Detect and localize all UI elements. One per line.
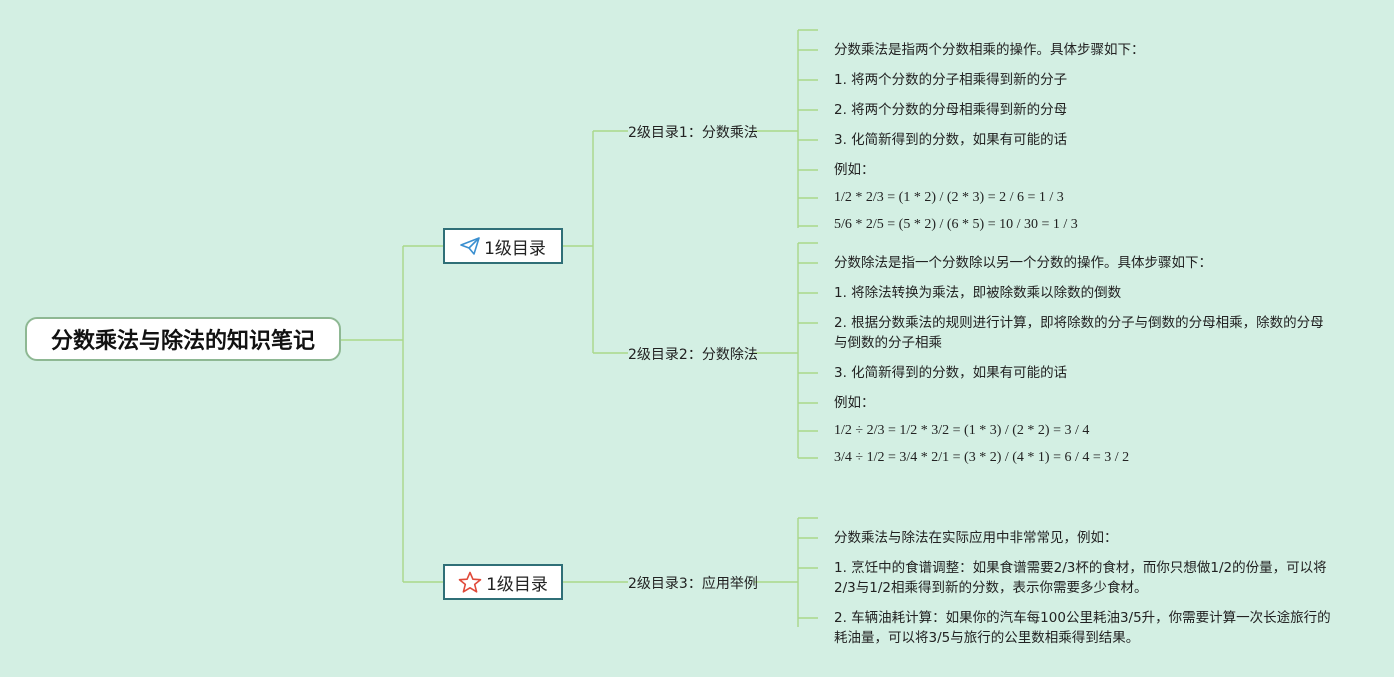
level1-label: 1级目录 [484, 238, 546, 259]
leaf-text: 分数乘法与除法在实际应用中非常常见，例如： [834, 530, 1118, 546]
root-topic[interactable]: 分数乘法与除法的知识笔记 [25, 317, 341, 361]
star-icon [458, 571, 482, 593]
level1-label: 1级目录 [486, 574, 548, 595]
leaf-formula: 1/2 * 2/3 = (1 * 2) / (2 * 3) = 2 / 6 = … [834, 190, 1064, 205]
leaf-text: 2. 将两个分数的分母相乘得到新的分母 [834, 102, 1068, 118]
level2-topic-division[interactable]: 2级目录2：分数除法 [628, 347, 758, 363]
leaf-text: 分数除法是指一个分数除以另一个分数的操作。具体步骤如下： [834, 255, 1212, 271]
leaf-text: 2. 车辆油耗计算：如果你的汽车每100公里耗油3/5升，你需要计算一次长途旅行… [834, 610, 1331, 646]
level1-topic-1[interactable]: 1级目录 [443, 228, 563, 264]
leaf-text: 3. 化简新得到的分数，如果有可能的话 [834, 365, 1068, 381]
leaf-formula: 1/2 ÷ 2/3 = 1/2 * 3/2 = (1 * 3) / (2 * 2… [834, 423, 1090, 438]
root-title: 分数乘法与除法的知识笔记 [50, 329, 315, 354]
paper-plane-icon [460, 237, 480, 255]
level1-topic-2[interactable]: 1级目录 [443, 564, 563, 600]
leaf-text: 3. 化简新得到的分数，如果有可能的话 [834, 132, 1068, 148]
leaf-text: 1. 烹饪中的食谱调整：如果食谱需要2/3杯的食材，而你只想做1/2的份量，可以… [834, 560, 1327, 596]
leaf-formula: 3/4 ÷ 1/2 = 3/4 * 2/1 = (3 * 2) / (4 * 1… [834, 450, 1130, 465]
leaf-text: 1. 将除法转换为乘法，即被除数乘以除数的倒数 [834, 285, 1122, 301]
leaf-text: 1. 将两个分数的分子相乘得到新的分子 [834, 72, 1068, 88]
leaf-text: 例如： [834, 162, 875, 178]
leaf-text: 2. 根据分数乘法的规则进行计算，即将除数的分子与倒数的分母相乘，除数的分母与倒… [834, 315, 1324, 351]
level2-topic-multiplication[interactable]: 2级目录1：分数乘法 [628, 125, 758, 141]
leaf-text: 分数乘法是指两个分数相乘的操作。具体步骤如下： [834, 42, 1145, 58]
leaf-text: 例如： [834, 395, 875, 411]
leaf-formula: 5/6 * 2/5 = (5 * 2) / (6 * 5) = 10 / 30 … [834, 217, 1078, 232]
level2-topic-application[interactable]: 2级目录3：应用举例 [628, 576, 758, 592]
